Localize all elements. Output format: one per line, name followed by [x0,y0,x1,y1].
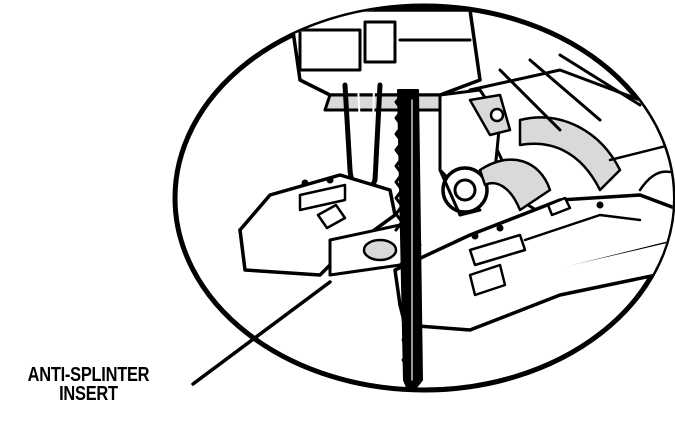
callout-line-2: INSERT [59,383,118,405]
roller-guide [438,88,552,217]
anti-splinter-insert-label: ANTI-SPLINTER INSERT [4,364,173,405]
saw-blade [394,89,423,390]
base-plate [238,173,673,332]
callout-leader-line [191,280,332,386]
callout-line-1: ANTI-SPLINTER [27,364,150,386]
